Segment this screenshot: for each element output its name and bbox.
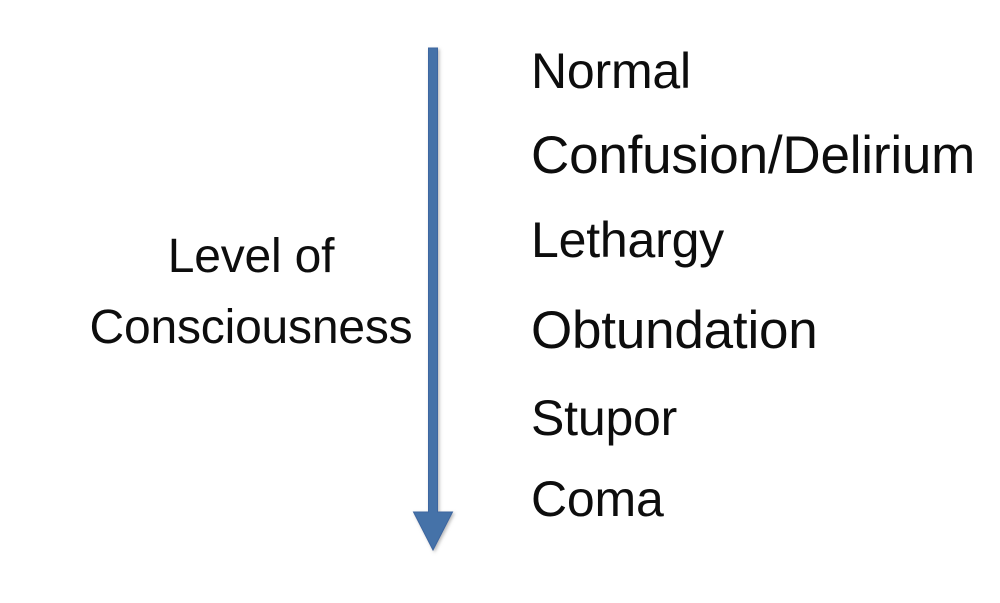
- level-item-normal: Normal: [531, 43, 691, 99]
- level-item-confusion-delirium: Confusion/Delirium: [531, 126, 976, 185]
- axis-label-level-of-consciousness: Level of Consciousness: [89, 230, 413, 354]
- downward-arrow-shape: [412, 47, 454, 552]
- level-item-coma: Coma: [531, 471, 664, 527]
- consciousness-level-list: Normal Confusion/Delirium Lethargy Obtun…: [531, 0, 991, 603]
- level-item-lethargy: Lethargy: [531, 212, 724, 268]
- downward-arrow: [406, 40, 472, 560]
- level-item-obtundation: Obtundation: [531, 301, 818, 360]
- level-item-stupor: Stupor: [531, 390, 678, 446]
